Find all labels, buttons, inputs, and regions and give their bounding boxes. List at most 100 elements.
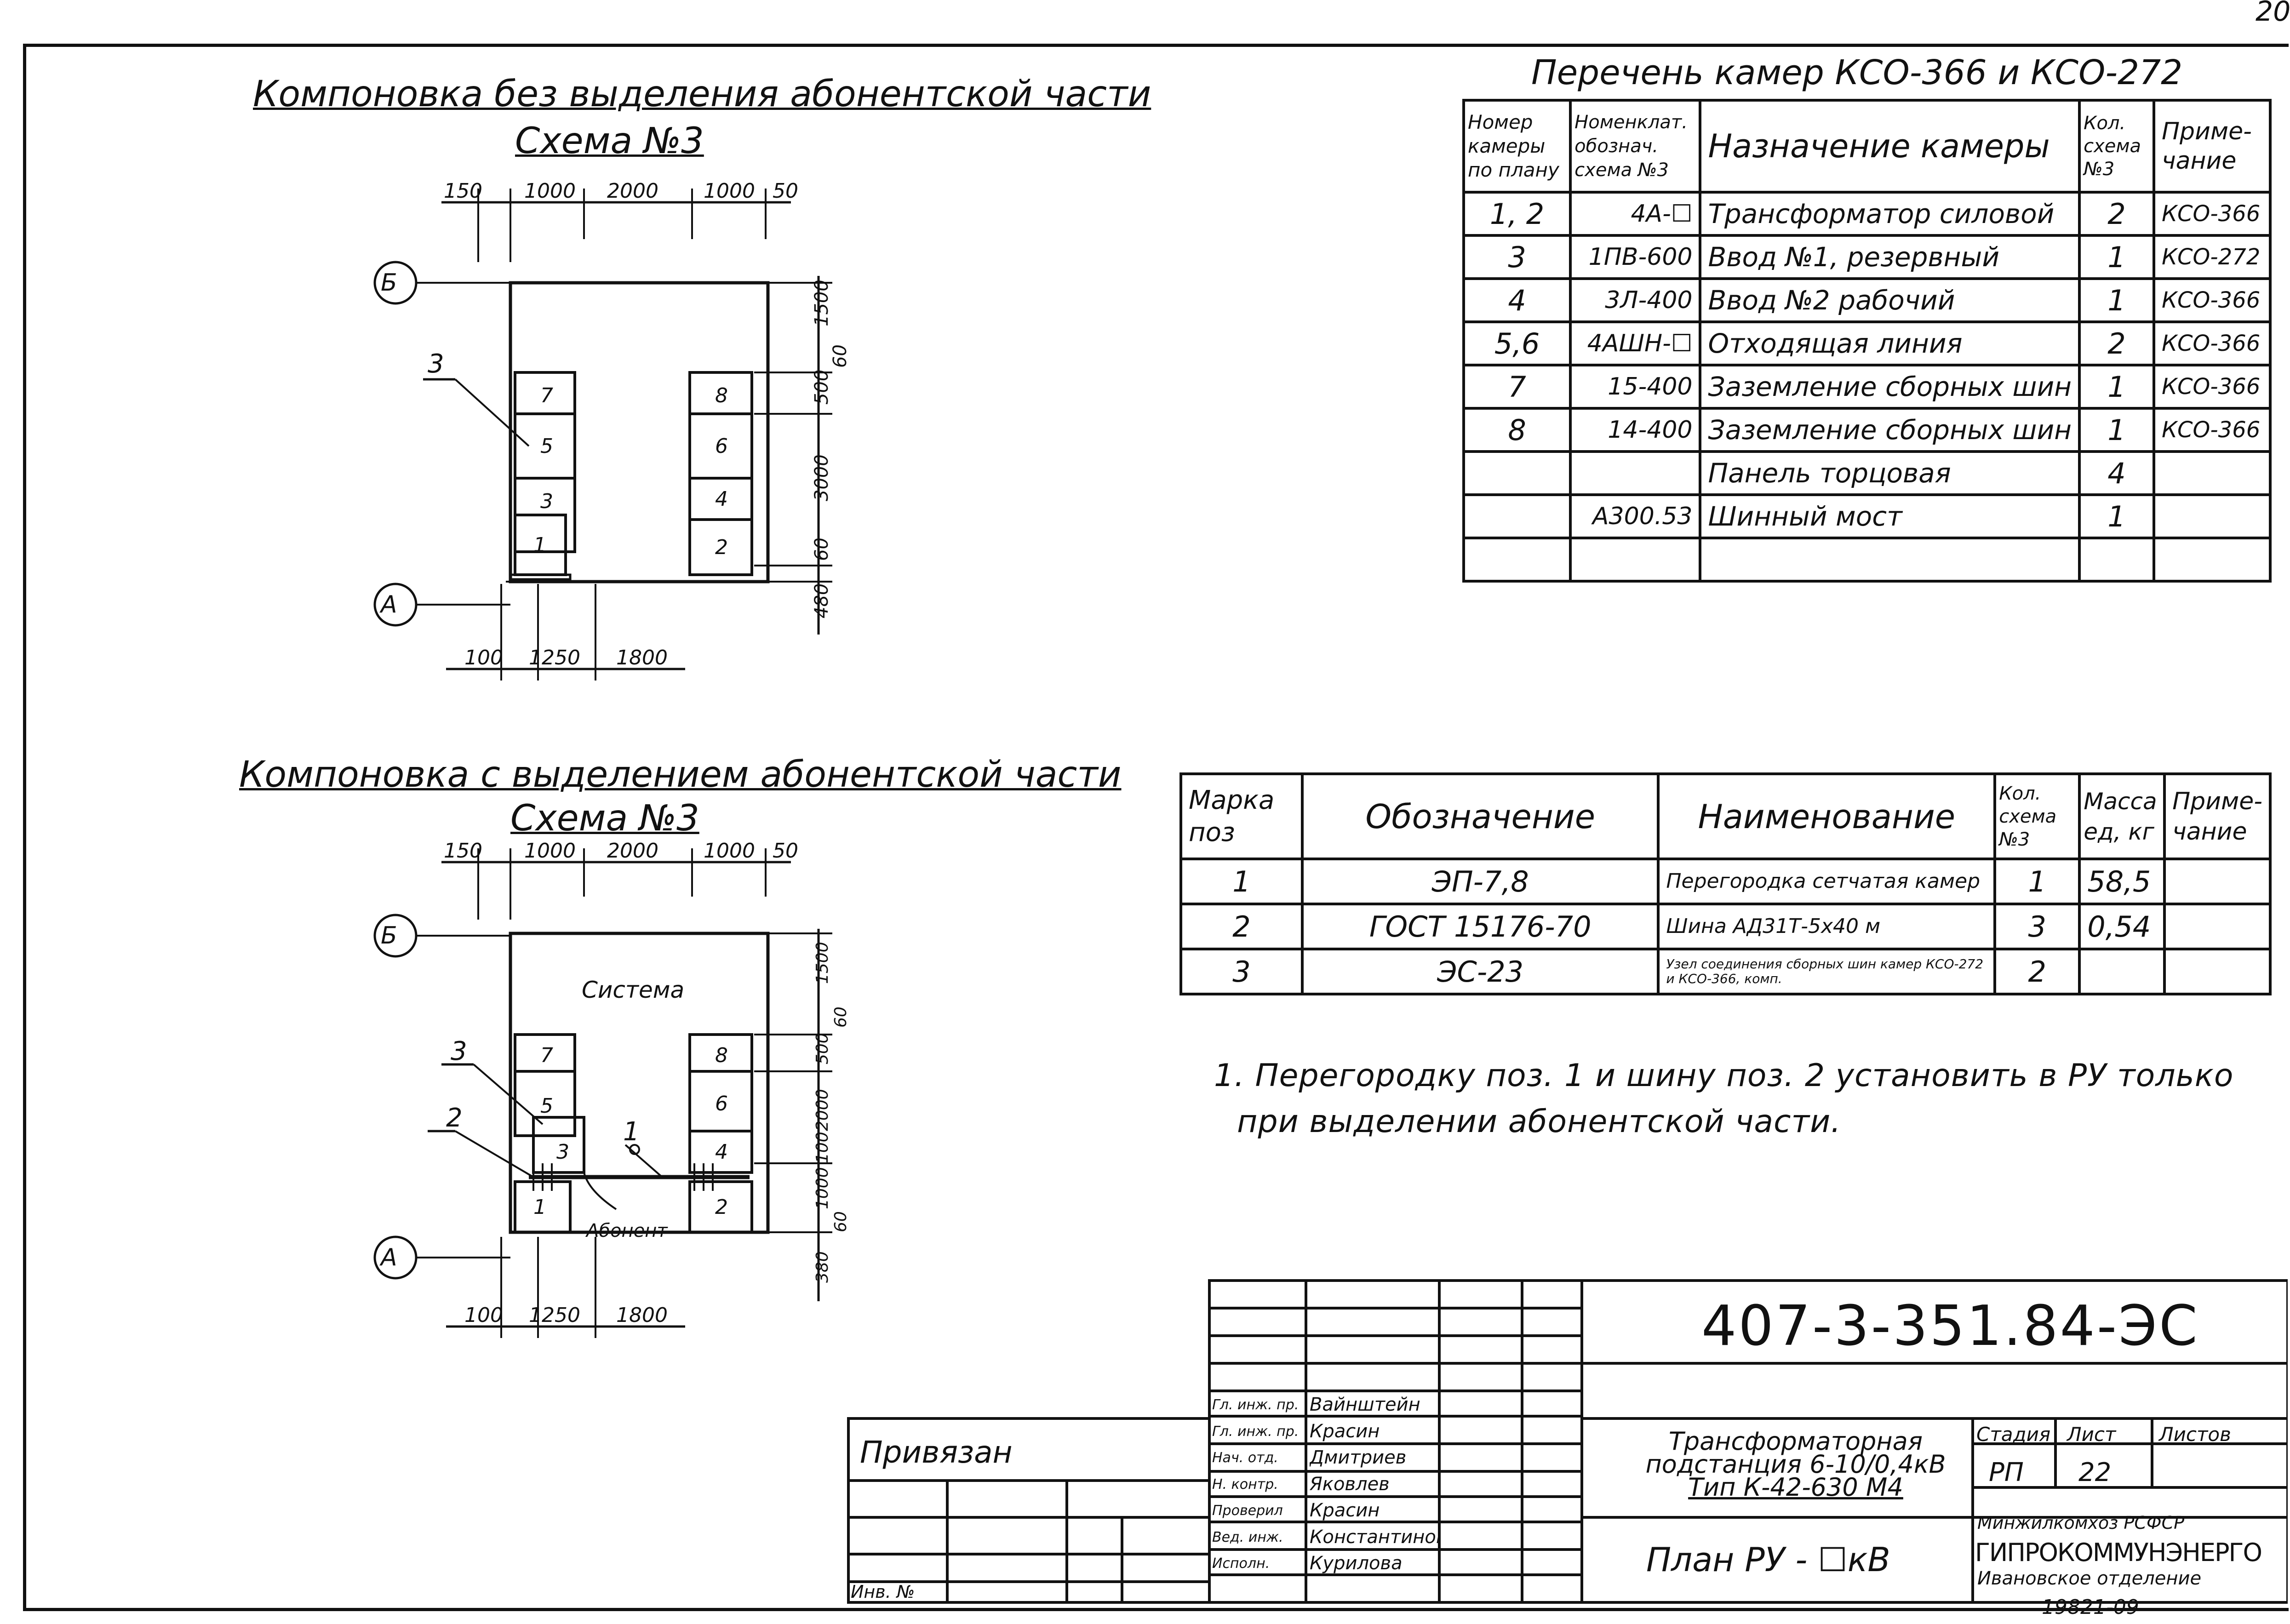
chambers-cell-nom: 4А-☐ xyxy=(1569,191,1702,237)
l1-cell-7: 7 xyxy=(540,384,553,407)
signer-row: Гл. инж. пр.Вайнштейн xyxy=(1212,1392,1589,1418)
spec-cell-mark: 3 xyxy=(1179,948,1304,995)
chambers-cell-purpose: Ввод №1, резервный xyxy=(1699,234,2081,280)
sheets-label: Листов xyxy=(2159,1423,2231,1446)
chambers-cell-note: КСО-366 xyxy=(2152,407,2272,453)
l2-callout-2: 2 xyxy=(446,1103,463,1133)
chambers-cell-purpose: Трансформатор силовой xyxy=(1699,191,2081,237)
spec-cell-mass: 58,5 xyxy=(2078,858,2166,905)
object-line-2: подстанция 6-10/0,4кВ xyxy=(1645,1450,1946,1479)
spec-cell-qty: 1 xyxy=(1993,858,2081,905)
l1-cell-6: 6 xyxy=(715,435,728,458)
l2-cell-7: 7 xyxy=(540,1044,553,1067)
spec-cell-note xyxy=(2163,948,2272,995)
l2-dim-1000b: 1000 xyxy=(704,841,755,863)
chambers-cell-nom: 1ПВ-600 xyxy=(1569,234,1702,280)
chambers-cell-qty: 2 xyxy=(2078,191,2155,237)
chambers-header-note: Приме-чание xyxy=(2152,99,2272,194)
l1-rdim-480: 480 xyxy=(811,583,832,618)
spec-cell-qty: 2 xyxy=(1993,948,2081,995)
l1-rdim-500: 500 xyxy=(811,370,832,405)
chambers-row xyxy=(1462,537,2272,583)
signer-role: Исполн. xyxy=(1212,1555,1270,1572)
signer-row: Исполн.Курилова xyxy=(1212,1550,1589,1577)
chambers-cell-num xyxy=(1462,537,1572,583)
l2-dim-1800: 1800 xyxy=(616,1304,668,1327)
l2-dim-100: 100 xyxy=(464,1304,503,1327)
spec-cell-mark: 2 xyxy=(1179,903,1304,950)
l1-cell-3: 3 xyxy=(540,490,553,513)
stage-value: РП xyxy=(1989,1458,2024,1487)
chambers-cell-nom xyxy=(1569,537,1702,583)
spec-cell-name: Перегородка сетчатая камер xyxy=(1657,858,1997,905)
drawing-name: План РУ - ☐кВ xyxy=(1646,1540,1890,1579)
signer-name: Красин xyxy=(1310,1500,1380,1521)
spec-header-name: Наименование xyxy=(1657,772,1997,860)
l2-rdim-1000: 1000 xyxy=(813,1167,832,1209)
l2-cell-2: 2 xyxy=(715,1195,728,1219)
l1-dim-100: 100 xyxy=(464,646,503,669)
layout1-scheme: Схема №3 xyxy=(515,120,704,162)
l1-rdim-1500: 1500 xyxy=(811,280,832,326)
l1-dim-150: 150 xyxy=(444,179,482,203)
signer-name: Дмитриев xyxy=(1310,1447,1407,1468)
l2-label-subscriber: Абонент xyxy=(585,1220,668,1241)
spec-cell-qty: 3 xyxy=(1993,903,2081,950)
title-block-code: 407-3-351.84-ЭС xyxy=(1701,1294,2199,1358)
chambers-cell-num xyxy=(1462,493,1572,539)
chambers-cell-note: КСО-366 xyxy=(2152,277,2272,323)
chambers-cell-purpose: Заземление сборных шин xyxy=(1699,407,2081,453)
l2-label-system: Система xyxy=(582,977,684,1003)
chambers-cell-qty: 1 xyxy=(2078,407,2155,453)
object-line-3: Тип К-42-630 М4 xyxy=(1688,1473,1903,1502)
spec-cell-name: Узел соединения сборных шин камер КСО-27… xyxy=(1657,948,1997,995)
l2-rdim-2000: 2000 xyxy=(813,1089,832,1131)
spec-cell-mark: 1 xyxy=(1179,858,1304,905)
l2-cell-3: 3 xyxy=(556,1140,569,1164)
chambers-cell-note: КСО-366 xyxy=(2152,320,2272,366)
signer-role: Вед. инж. xyxy=(1212,1529,1283,1545)
chambers-cell-note: КСО-366 xyxy=(2152,191,2272,237)
signer-row: Гл. инж. пр.Красин xyxy=(1212,1418,1589,1445)
chambers-cell-note xyxy=(2152,450,2272,496)
l2-callout-1: 1 xyxy=(623,1117,640,1147)
l2-rdim-500: 500 xyxy=(813,1033,832,1064)
signer-row: Н. контр.Яковлев xyxy=(1212,1471,1589,1498)
org-ministry: Минжилкомхоз РСФСР xyxy=(1977,1513,2185,1533)
signer-role: Проверил xyxy=(1212,1503,1283,1519)
chambers-cell-note: КСО-366 xyxy=(2152,364,2272,410)
chambers-cell-note: КСО-272 xyxy=(2152,234,2272,280)
l2-dim-1250: 1250 xyxy=(529,1304,580,1327)
signer-row: Вед. инж.Константинов xyxy=(1212,1524,1589,1550)
l1-cell-2: 2 xyxy=(715,536,728,559)
chambers-cell-num: 1, 2 xyxy=(1462,191,1572,237)
chambers-cell-qty: 1 xyxy=(2078,364,2155,410)
l1-axis-b: Б xyxy=(381,269,397,297)
title-block-grid xyxy=(847,1279,2288,1604)
chambers-cell-purpose: Отходящая линия xyxy=(1699,320,2081,366)
stage-label: Стадия xyxy=(1976,1423,2051,1446)
sheet-corner-number: 20 xyxy=(2256,0,2290,28)
note-line-1: 1. Перегородку поз. 1 и шину поз. 2 уста… xyxy=(1214,1058,2234,1094)
l2-axis-a: А xyxy=(379,1244,397,1271)
spec-header-designation: Обозначение xyxy=(1300,772,1660,860)
spec-cell-designation: ЭП-7,8 xyxy=(1300,858,1660,905)
chambers-cell-purpose: Шинный мост xyxy=(1699,493,2081,539)
chambers-cell-nom: А300.53 xyxy=(1569,493,1702,539)
l2-dim-50: 50 xyxy=(773,841,798,863)
sheet-value: 22 xyxy=(2078,1458,2112,1487)
chambers-cell-qty: 1 xyxy=(2078,234,2155,280)
drawing-frame xyxy=(23,44,2289,1611)
l1-rdim-60a: 60 xyxy=(830,344,851,368)
